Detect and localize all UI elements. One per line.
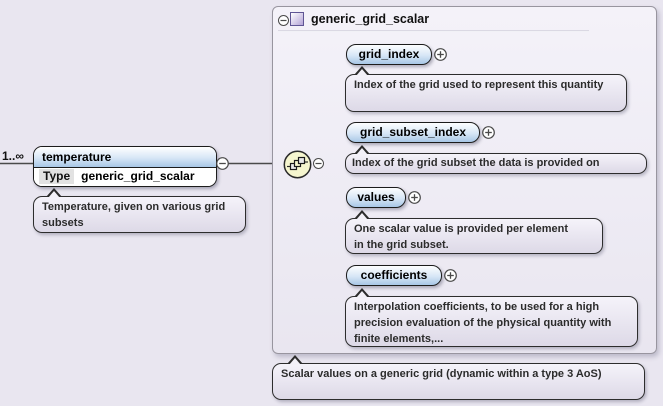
- annotation-text: Index of the grid subset the data is pro…: [352, 157, 600, 169]
- annotation-pointer: [354, 288, 370, 298]
- element-box-coefficients[interactable]: coefficients: [346, 265, 442, 286]
- element-box-grid_subset_index[interactable]: grid_subset_index: [346, 122, 480, 143]
- type-value[interactable]: generic_grid_scalar: [81, 169, 195, 183]
- collapse-icon[interactable]: [312, 158, 324, 169]
- sequence-compositor-icon[interactable]: [283, 150, 312, 179]
- header-separator: [278, 30, 589, 32]
- annotation-pointer: [354, 145, 370, 155]
- element-type-row: Type generic_grid_scalar: [34, 168, 216, 186]
- complex-type-icon: [290, 12, 304, 26]
- element-name: temperature: [34, 147, 216, 168]
- type-label: Type: [39, 169, 75, 184]
- collapse-icon[interactable]: [277, 14, 289, 26]
- expand-icon[interactable]: [443, 269, 457, 282]
- element-box-temperature[interactable]: temperature Type generic_grid_scalar: [33, 146, 217, 187]
- expand-icon[interactable]: [407, 191, 421, 204]
- annotation-grid_index: Index of the grid used to represent this…: [345, 66, 627, 112]
- element-name: grid_subset_index: [359, 125, 467, 139]
- element-box-values[interactable]: values: [346, 187, 406, 208]
- element-name: values: [357, 190, 395, 204]
- annotation-pointer: [354, 210, 370, 220]
- annotation-coefficients: Interpolation coefficients, to be used f…: [345, 288, 638, 347]
- annotation-generic_grid_scalar: Scalar values on a generic grid (dynamic…: [272, 355, 645, 400]
- annotation-text: Index of the grid used to represent this…: [354, 79, 604, 91]
- cardinality-label: 1..∞: [2, 149, 24, 163]
- complex-type-title: generic_grid_scalar: [311, 12, 430, 26]
- annotation-text: Scalar values on a generic grid (dynamic…: [281, 368, 602, 380]
- annotation-text: Temperature, given on various grid subse…: [42, 201, 226, 229]
- annotation-text: Interpolation coefficients, to be used f…: [354, 301, 612, 345]
- annotation-grid_subset_index: Index of the grid subset the data is pro…: [345, 145, 647, 174]
- expand-icon[interactable]: [434, 48, 447, 61]
- collapse-icon[interactable]: [215, 157, 229, 170]
- annotation-pointer: [287, 355, 303, 365]
- element-name: coefficients: [360, 268, 428, 282]
- annotation-values: One scalar value is provided per element…: [345, 210, 603, 254]
- expand-icon[interactable]: [481, 126, 495, 139]
- annotation-temperature: Temperature, given on various grid subse…: [33, 188, 246, 233]
- annotation-pointer: [354, 66, 370, 76]
- annotation-pointer: [46, 188, 62, 198]
- annotation-text: One scalar value is provided per element…: [354, 223, 568, 251]
- element-box-grid_index[interactable]: grid_index: [346, 44, 432, 65]
- element-name: grid_index: [358, 47, 420, 61]
